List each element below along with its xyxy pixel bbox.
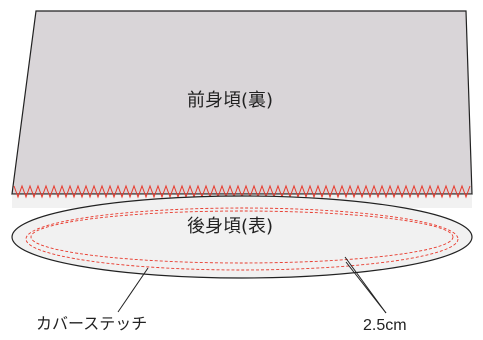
stitch-width-label: 2.5cm bbox=[363, 317, 407, 334]
cover-stitch-leader-line bbox=[117, 267, 149, 313]
cover-stitch-label: カバーステッチ bbox=[36, 314, 148, 333]
cover-stitch-line-outer bbox=[25, 207, 459, 271]
width-leader-line-2 bbox=[345, 261, 387, 314]
cover-stitch-line-inner bbox=[30, 210, 454, 264]
back-body-label: 後身頃(表) bbox=[187, 216, 274, 237]
front-body-label: 前身頃(裏) bbox=[187, 90, 274, 111]
back-body-opening bbox=[11, 195, 473, 279]
